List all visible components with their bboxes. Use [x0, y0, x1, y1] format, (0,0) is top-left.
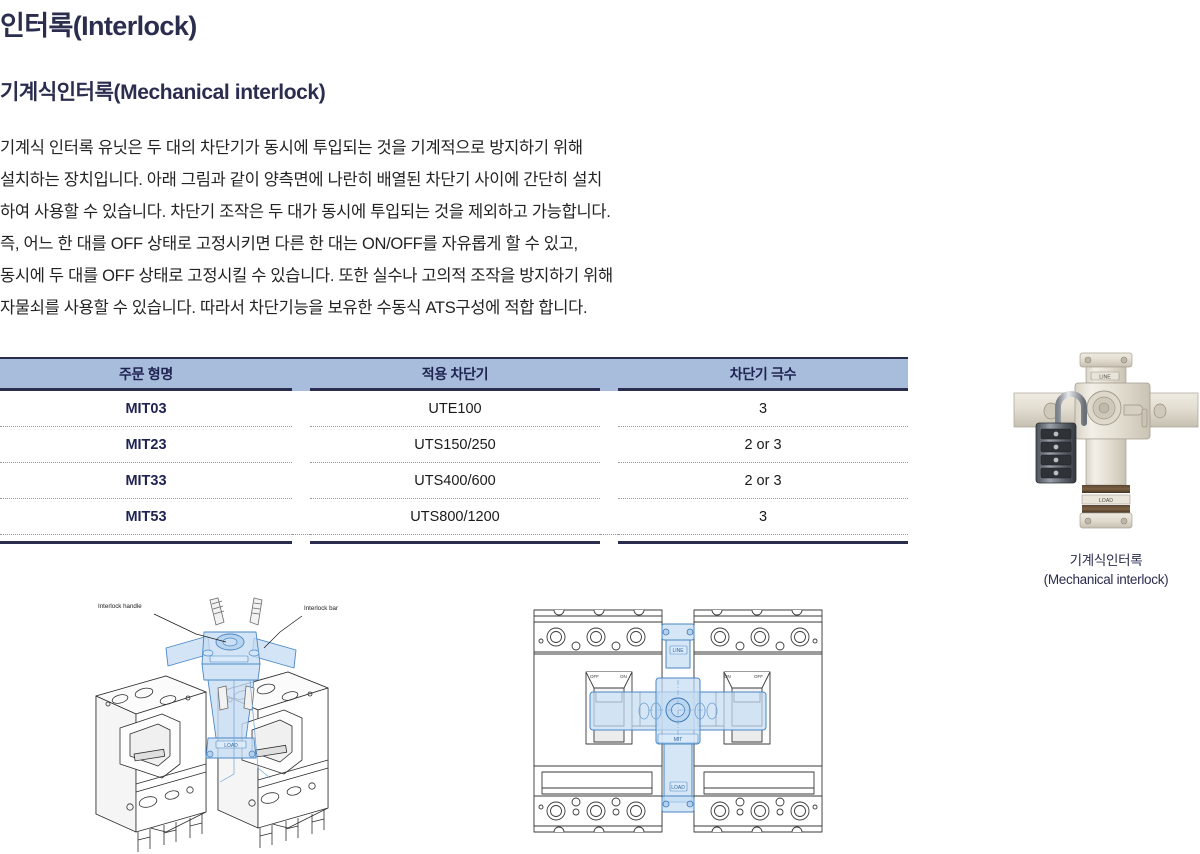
- cell-model: MIT03: [0, 391, 292, 427]
- interlock-assembly: [165, 631, 297, 759]
- column-gap: [292, 357, 310, 391]
- product-photo-block: LINE: [1012, 345, 1200, 589]
- cell-breaker: UTS800/1200: [310, 499, 600, 535]
- bottom-mount-tab: [661, 795, 695, 813]
- column-gap: [292, 463, 310, 499]
- photo-caption-en: (Mechanical interlock): [1043, 572, 1169, 587]
- topview-center-label: MIT: [674, 737, 683, 743]
- column-gap: [600, 499, 618, 535]
- table-header-row: 주문 형명 적용 차단기 차단기 극수: [0, 357, 908, 391]
- paragraph-line: 즉, 어느 한 대를 OFF 상태로 고정시키면 다른 한 대는 ON/OFF를…: [0, 235, 578, 253]
- photo-caption: 기계식인터록 (Mechanical interlock): [1012, 551, 1200, 589]
- section-subtitle: 기계식인터록(Mechanical interlock): [0, 81, 326, 104]
- column-header-model: 주문 형명: [0, 357, 292, 391]
- load-stem: [1085, 438, 1127, 486]
- column-gap: [600, 463, 618, 499]
- interlock-neck: [201, 663, 261, 681]
- paragraph-line: 자물쇠를 사용할 수 있습니다. 따라서 차단기능을 보유한 수동식 ATS구성…: [0, 299, 588, 317]
- breaker-mark-off-left: OFF: [590, 674, 599, 679]
- cell-poles: 3: [618, 499, 908, 535]
- cell-poles: 2 or 3: [618, 427, 908, 463]
- column-gap: [292, 499, 310, 535]
- breaker-mark-on-left: ON: [620, 674, 627, 679]
- topview-installation-diagram: OFF ON ON OFF: [528, 596, 828, 846]
- breaker-mark-off-right: OFF: [754, 674, 763, 679]
- paragraph-line: 하여 사용할 수 있습니다. 차단기 조작은 두 대가 동시에 투입되는 것을 …: [0, 203, 611, 221]
- column-gap: [600, 357, 618, 391]
- topview-interlock-overlay: [589, 623, 767, 813]
- cell-model: MIT53: [0, 499, 292, 535]
- mounting-screws: [209, 597, 263, 711]
- order-spec-table: 주문 형명 적용 차단기 차단기 극수 MIT03 UTE100 3 MIT23: [0, 357, 908, 535]
- column-gap: [600, 427, 618, 463]
- interlock-product-illustration: LINE: [1013, 352, 1199, 529]
- product-photo: LINE: [1012, 345, 1200, 545]
- load-stem: [663, 743, 693, 803]
- leader-lines: [153, 613, 303, 649]
- cell-poles: 2 or 3: [618, 463, 908, 499]
- description-paragraph: 기계식 인터록 유닛은 두 대의 차단기가 동시에 투입되는 것을 기계적으로 …: [0, 132, 928, 324]
- table-bottom-rule: [0, 541, 908, 544]
- cell-breaker: UTE100: [310, 391, 600, 427]
- cell-model: MIT23: [0, 427, 292, 463]
- interlock-plate-text: LOAD: [224, 743, 238, 749]
- column-header-breaker: 적용 차단기: [310, 357, 600, 391]
- breaker-left: [95, 675, 207, 852]
- paragraph-line: 동시에 두 대를 OFF 상태로 고정시킬 수 있습니다. 또한 실수나 고의적…: [0, 267, 613, 285]
- padlock-shackle: [1055, 391, 1087, 426]
- bottom-mount-tab: [1079, 512, 1133, 529]
- photo-caption-ko: 기계식인터록: [1069, 553, 1143, 568]
- page-title: 인터록(Interlock): [0, 11, 197, 41]
- load-label: LOAD: [1099, 498, 1113, 504]
- callout-guides: [219, 679, 271, 783]
- breaker-state-marks: OFF ON ON OFF: [590, 674, 763, 679]
- label-interlock-bar: Interlock bar: [304, 605, 338, 612]
- table-row: MIT23 UTS150/250 2 or 3: [0, 427, 908, 463]
- topview-load-label: LOAD: [671, 785, 685, 791]
- breaker-mark-on-right: ON: [724, 674, 731, 679]
- spec-table: 주문 형명 적용 차단기 차단기 극수 MIT03 UTE100 3 MIT23: [0, 357, 908, 544]
- cell-poles: 3: [618, 391, 908, 427]
- line-label: LINE: [1099, 375, 1111, 381]
- cell-model: MIT33: [0, 463, 292, 499]
- cell-breaker: UTS150/250: [310, 427, 600, 463]
- column-header-poles: 차단기 극수: [618, 357, 908, 391]
- label-interlock-handle: Interlock handle: [98, 603, 142, 610]
- paragraph-line: 설치하는 장치입니다. 아래 그림과 같이 양측면에 나란히 배열된 차단기 사…: [0, 171, 602, 189]
- column-gap: [292, 427, 310, 463]
- column-gap: [292, 391, 310, 427]
- table-row: MIT03 UTE100 3: [0, 391, 908, 427]
- table-row: MIT53 UTS800/1200 3: [0, 499, 908, 535]
- cell-breaker: UTS400/600: [310, 463, 600, 499]
- isometric-installation-diagram: LOAD Interlock handle Interlock bar: [58, 588, 368, 854]
- table-row: MIT33 UTS400/600 2 or 3: [0, 463, 908, 499]
- topview-line-label: LINE: [672, 648, 684, 654]
- column-gap: [600, 391, 618, 427]
- paragraph-line: 기계식 인터록 유닛은 두 대의 차단기가 동시에 투입되는 것을 기계적으로 …: [0, 139, 583, 157]
